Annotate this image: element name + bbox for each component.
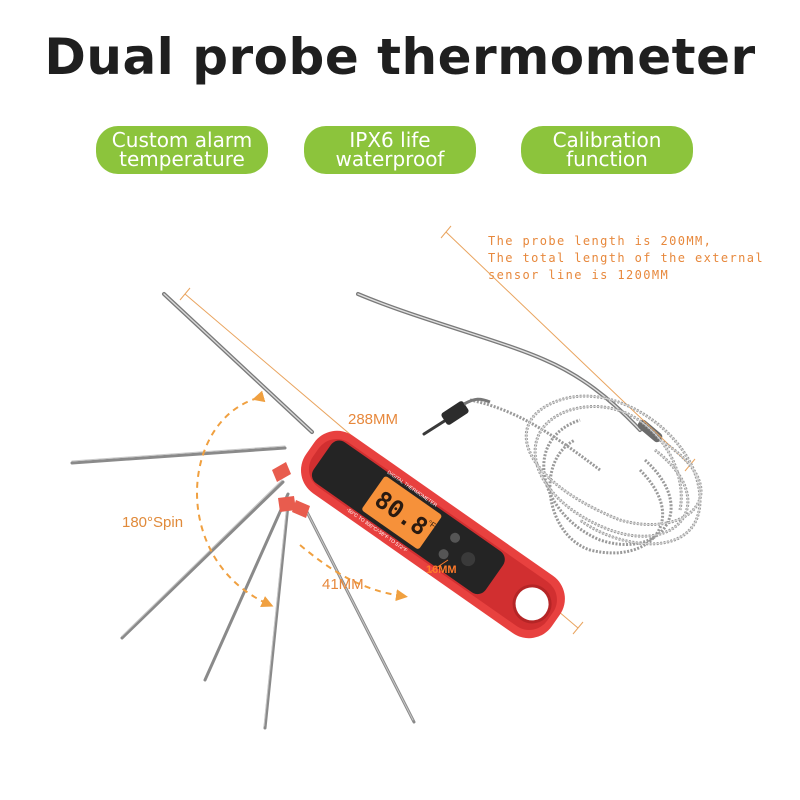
external-probe [356, 292, 663, 443]
probe-note-line: The total length of the external [488, 251, 764, 265]
probe-note-line: sensor line is 1200MM [488, 268, 670, 282]
feature-badge-line: waterproof [335, 147, 445, 171]
spin-arc [196, 390, 274, 608]
feature-badge-waterproof: IPX6 life waterproof [304, 126, 476, 174]
thickness-label: 16MM [426, 564, 457, 576]
main-probe [162, 292, 314, 434]
lcd-unit: °F [426, 518, 438, 530]
probe-length-note: The probe length is 200MM, The total len… [488, 233, 764, 284]
probe-ghost [203, 492, 290, 682]
button-icon [450, 532, 461, 543]
feature-badge-alarm: Custom alarm temperature [96, 126, 268, 174]
feature-badge-line: function [566, 147, 648, 171]
audio-jack-plug [422, 397, 491, 436]
probe-note-line: The probe length is 200MM, [488, 234, 713, 248]
button-icon [438, 549, 449, 560]
probe-pivot [292, 500, 310, 518]
width-dimension-line [299, 544, 408, 602]
feature-badge-line: Calibration [552, 128, 662, 152]
probe-ghost [263, 503, 290, 730]
thermometer-body: 80.8 °F DIGITAL THERMOMETER -50°C TO 300… [300, 430, 565, 639]
feature-badge-line: temperature [119, 147, 245, 171]
button-icon [461, 552, 476, 567]
feature-badge-line: Custom alarm [111, 128, 253, 152]
feature-badge-line: IPX6 life [349, 128, 431, 152]
hanging-hole [514, 585, 551, 622]
feature-badge-calibration: Calibration function [521, 126, 693, 174]
probe-ghost [70, 446, 287, 465]
lcd-screen [362, 476, 442, 549]
braided-cable [469, 394, 703, 555]
length-label: 288MM [348, 411, 399, 428]
probe-pivot [272, 462, 291, 482]
width-label: 41MM [322, 576, 364, 593]
page-title: Dual probe thermometer [44, 28, 756, 86]
probe-pivot [278, 496, 296, 512]
spin-label: 180°Spin [122, 514, 184, 531]
